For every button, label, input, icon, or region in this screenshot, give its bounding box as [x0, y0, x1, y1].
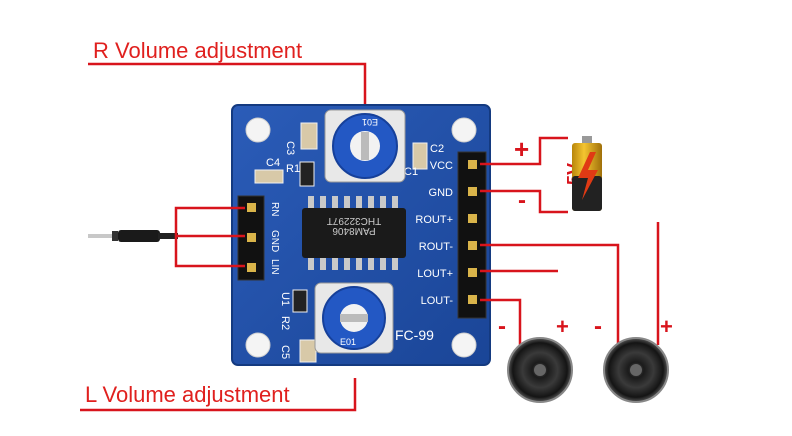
speaker-1-icon — [507, 337, 573, 403]
output-pin-vcc: VCC — [430, 160, 453, 172]
silk-c4: C4 — [266, 157, 280, 169]
input-pin-gnd: GND — [269, 230, 280, 252]
pot-bottom-marking: E01 — [340, 337, 356, 347]
speaker-2-plus: + — [660, 314, 673, 339]
ic-pins — [308, 196, 398, 270]
input-wires — [174, 206, 245, 268]
potentiometer-right[interactable]: E01 — [324, 109, 406, 183]
mount-hole-tl — [245, 117, 271, 143]
output-pin-rout-plus: ROUT+ — [415, 214, 453, 226]
speaker-1-minus: - — [498, 313, 506, 340]
resistor-r1 — [299, 161, 315, 187]
input-pin-lin: LIN — [269, 259, 280, 275]
battery-icon — [572, 136, 602, 211]
silk-c5: C5 — [279, 345, 291, 359]
audio-jack — [88, 230, 178, 242]
silk-c1: C1 — [404, 166, 418, 178]
resistor-r2 — [292, 289, 308, 313]
cap-c4 — [254, 169, 284, 184]
speaker-1-plus: + — [556, 314, 569, 339]
silk-c3: C3 — [284, 141, 296, 155]
potentiometer-left[interactable]: E01 — [314, 282, 394, 354]
chip-marking-1: PAM8406 — [332, 225, 376, 236]
mount-hole-br — [451, 332, 477, 358]
battery-wires — [480, 136, 568, 214]
speaker-wires — [480, 222, 660, 345]
amplifier-ic: PAM8406 THC32297T — [302, 208, 406, 258]
chip-marking-2: THC32297T — [327, 215, 381, 226]
battery-plus: + — [514, 134, 529, 164]
silk-r2: R2 — [279, 316, 291, 330]
cap-c3 — [300, 122, 318, 150]
l-volume-label: L Volume adjustment — [85, 382, 290, 407]
speaker-2-icon — [603, 337, 669, 403]
pcb-board: C3 C2 C4 R1 C1 U1 R2 C5 FC-99 E01 E01 PA… — [231, 104, 491, 366]
silk-c2: C2 — [430, 143, 444, 155]
silk-r1: R1 — [286, 163, 300, 175]
mount-hole-bl — [245, 332, 271, 358]
r-volume-leader — [88, 62, 367, 108]
output-pin-gnd: GND — [429, 187, 454, 199]
input-pin-rn: RN — [269, 202, 280, 216]
output-pin-lout-plus: LOUT+ — [417, 268, 453, 280]
speaker-2-minus: - — [594, 313, 602, 340]
output-header[interactable] — [457, 151, 487, 319]
board-model: FC-99 — [395, 327, 434, 343]
r-volume-label: R Volume adjustment — [93, 38, 302, 63]
output-pin-rout-minus: ROUT- — [419, 241, 454, 253]
mount-hole-tr — [451, 117, 477, 143]
output-pin-lout-minus: LOUT- — [421, 295, 454, 307]
silk-u1: U1 — [279, 292, 291, 306]
cap-c2 — [412, 142, 428, 170]
battery-minus: - — [518, 187, 526, 214]
cap-c5 — [299, 339, 317, 363]
pot-top-marking: E01 — [362, 117, 378, 127]
l-volume-leader — [80, 378, 357, 412]
